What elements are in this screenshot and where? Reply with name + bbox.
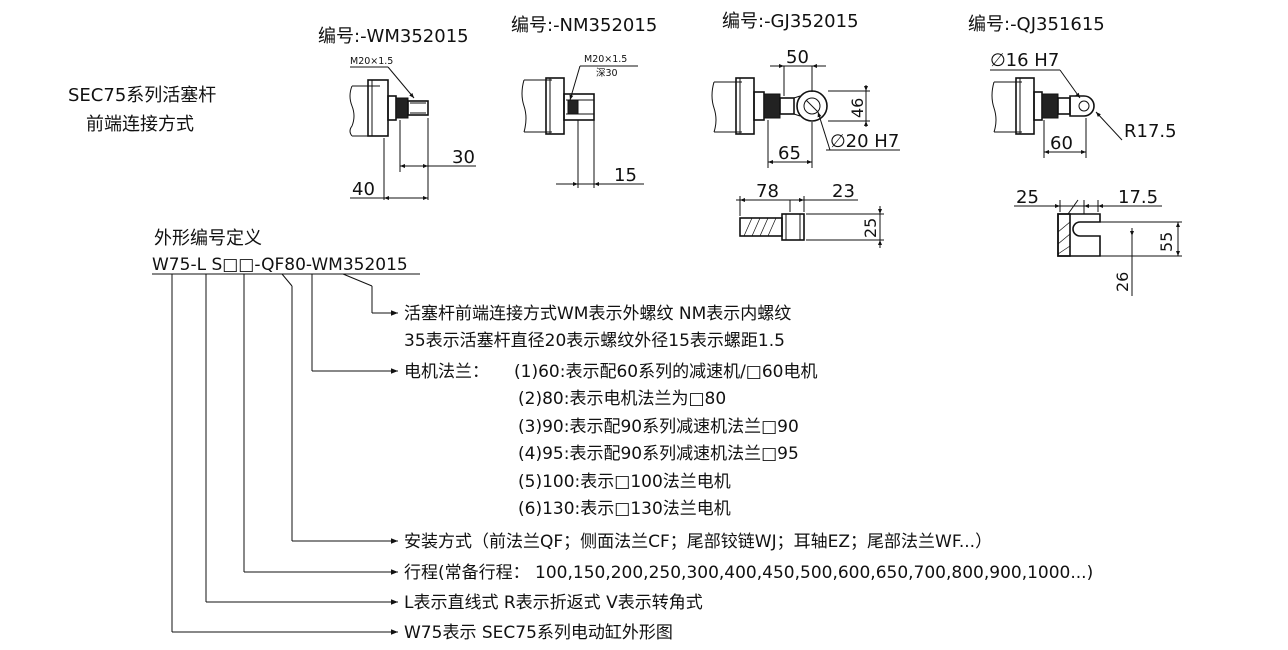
direction-description: L表示直线式 R表示折返式 V表示转角式 bbox=[404, 593, 703, 613]
leader-lines bbox=[171, 273, 398, 635]
variant-qj-drawing: 编号:-QJ351615 ∅16 H7 R17.5 60 25 bbox=[968, 14, 1182, 296]
piston-front-line-1: 活塞杆前端连接方式WM表示外螺纹 NM表示内螺纹 bbox=[404, 304, 791, 324]
motor-flange-label: 电机法兰： bbox=[404, 362, 489, 382]
variant-qj-dim-55: 55 bbox=[1157, 232, 1176, 252]
variant-gj-dim-65: 65 bbox=[778, 143, 801, 164]
variant-wm-code: 编号:-WM352015 bbox=[318, 26, 469, 47]
variant-wm-dim-40: 40 bbox=[352, 179, 375, 200]
stroke-description: 行程(常备行程： 100,150,200,250,300,400,450,500… bbox=[404, 563, 1093, 583]
variant-gj-code: 编号:-GJ352015 bbox=[722, 11, 859, 32]
variant-nm-dim-15: 15 bbox=[614, 165, 637, 186]
variant-gj-dim-25: 25 bbox=[861, 218, 880, 238]
variant-qj-dim-25: 25 bbox=[1016, 187, 1039, 208]
motor-flange-option: (3)90:表示配90系列减速机法兰□90 bbox=[518, 417, 799, 437]
variant-qj-dim-60: 60 bbox=[1050, 133, 1073, 154]
model-description: W75表示 SEC75系列电动缸外形图 bbox=[404, 622, 673, 643]
title-line-1: SEC75系列活塞杆 bbox=[68, 85, 216, 106]
model-code: W75-L S□□-QF80-WM352015 bbox=[152, 255, 408, 275]
variant-gj-dim-bore: ∅20 H7 bbox=[830, 131, 899, 152]
variant-gj-drawing: 编号:-GJ352015 50 46 65 ∅20 H7 bbox=[711, 11, 900, 248]
variant-nm-code: 编号:-NM352015 bbox=[511, 15, 657, 36]
variant-qj-dim-17-5: 17.5 bbox=[1118, 187, 1158, 208]
variant-qj-dim-radius: R17.5 bbox=[1124, 121, 1177, 142]
title-line-2: 前端连接方式 bbox=[86, 114, 194, 135]
variant-nm-depth-label: 深30 bbox=[596, 68, 618, 79]
variant-gj-dim-50: 50 bbox=[786, 47, 809, 68]
motor-flange-option: (4)95:表示配90系列减速机法兰□95 bbox=[518, 444, 799, 464]
motor-flange-option: (6)130:表示□130法兰电机 bbox=[518, 499, 731, 519]
piston-front-line-2: 35表示活塞杆直径20表示螺纹外径15表示螺距1.5 bbox=[404, 331, 785, 351]
variant-nm-drawing: 编号:-NM352015 M20×1.5 深30 15 bbox=[511, 15, 657, 188]
variant-gj-dim-46: 46 bbox=[848, 98, 867, 118]
variant-qj-dim-26: 26 bbox=[1113, 272, 1132, 292]
motor-flange-option: (5)100:表示□100法兰电机 bbox=[518, 472, 731, 492]
motor-flange-option: (2)80:表示电机法兰为□80 bbox=[518, 389, 726, 409]
variant-gj-dim-78: 78 bbox=[756, 181, 779, 202]
variant-qj-dim-bore: ∅16 H7 bbox=[990, 50, 1059, 71]
definition-heading: 外形编号定义 bbox=[154, 228, 262, 249]
variant-gj-dim-23: 23 bbox=[832, 181, 855, 202]
variant-wm-dim-30: 30 bbox=[452, 147, 475, 168]
variant-nm-thread-label: M20×1.5 bbox=[584, 54, 627, 65]
variant-wm-drawing: 编号:-WM352015 M20×1.5 30 40 bbox=[318, 26, 476, 200]
motor-flange-option: (1)60:表示配60系列的减速机/□60电机 bbox=[514, 362, 818, 382]
variant-qj-code: 编号:-QJ351615 bbox=[968, 14, 1105, 35]
mounting-description: 安装方式（前法兰QF；侧面法兰CF；尾部铰链WJ；耳轴EZ；尾部法兰WF...） bbox=[404, 532, 992, 552]
variant-wm-thread-label: M20×1.5 bbox=[350, 56, 393, 67]
